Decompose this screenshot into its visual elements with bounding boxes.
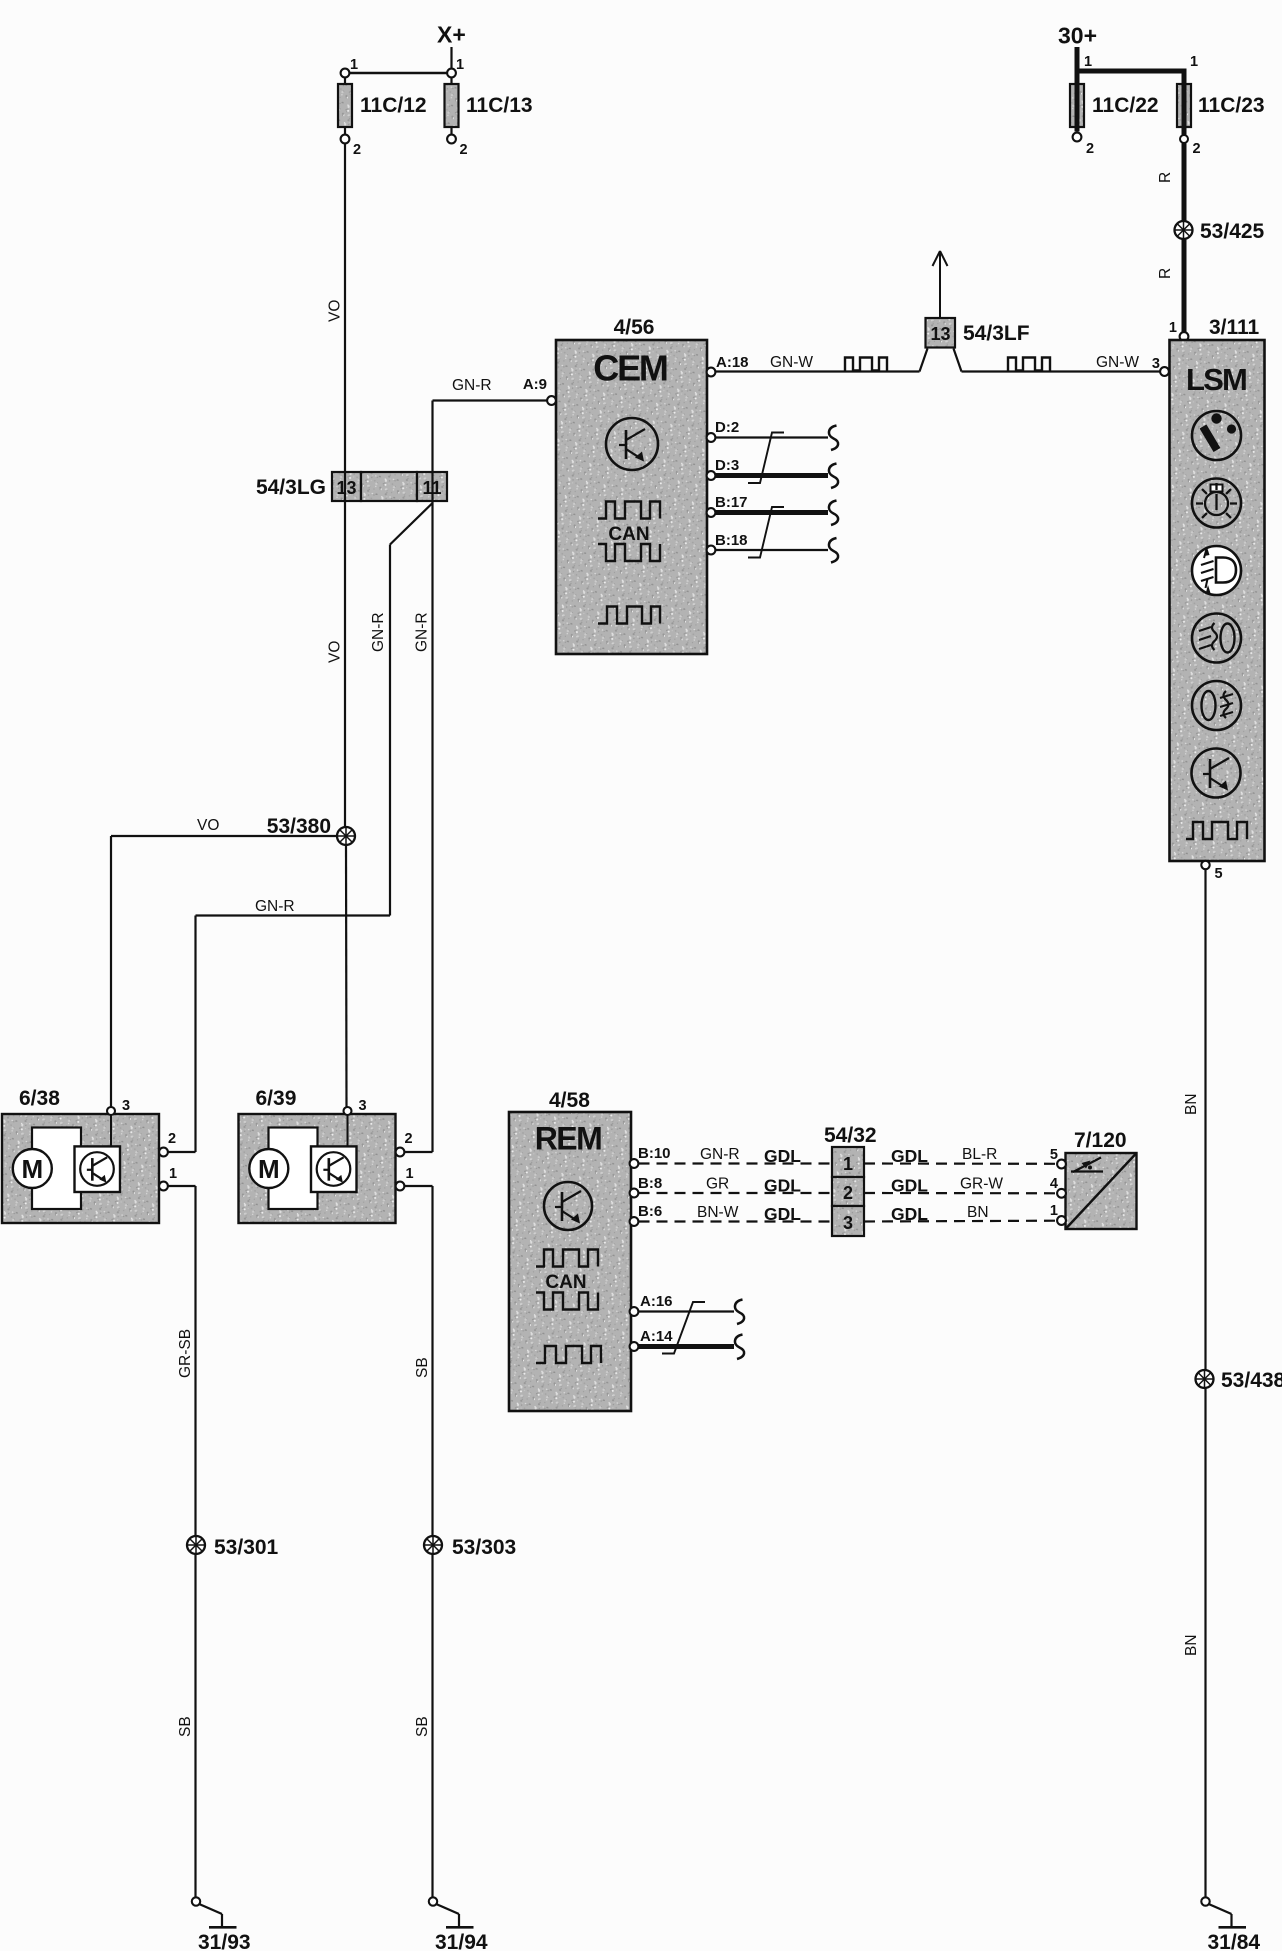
svg-text:SB: SB	[177, 1716, 194, 1737]
svg-text:GN-R: GN-R	[370, 612, 387, 652]
svg-text:6/38: 6/38	[19, 1087, 60, 1110]
svg-text:11C/23: 11C/23	[1198, 94, 1265, 117]
svg-text:VO: VO	[197, 817, 219, 834]
svg-text:B:8: B:8	[638, 1175, 662, 1192]
svg-text:53/303: 53/303	[452, 1536, 516, 1559]
svg-text:5: 5	[1050, 1147, 1058, 1163]
svg-text:D:2: D:2	[715, 419, 739, 436]
svg-text:2: 2	[168, 1131, 176, 1147]
svg-text:VO: VO	[327, 641, 344, 663]
svg-text:1: 1	[1190, 54, 1198, 70]
svg-text:31/84: 31/84	[1208, 1931, 1261, 1951]
svg-text:13: 13	[336, 478, 356, 498]
svg-text:B:18: B:18	[715, 532, 748, 549]
svg-text:SB: SB	[414, 1357, 431, 1378]
svg-text:54/3LF: 54/3LF	[963, 322, 1030, 345]
svg-text:A:18: A:18	[716, 354, 749, 371]
svg-text:4/58: 4/58	[549, 1089, 590, 1112]
svg-text:1: 1	[169, 1166, 177, 1182]
svg-text:4/56: 4/56	[614, 316, 655, 339]
svg-text:53/425: 53/425	[1200, 220, 1265, 243]
svg-text:3/111: 3/111	[1209, 316, 1260, 339]
svg-text:3: 3	[843, 1213, 853, 1233]
svg-text:BN: BN	[1183, 1093, 1200, 1115]
svg-text:GDL: GDL	[891, 1146, 928, 1166]
svg-text:A:16: A:16	[640, 1293, 673, 1310]
svg-text:3: 3	[1152, 356, 1160, 372]
svg-text:D:3: D:3	[715, 457, 739, 474]
svg-text:A:14: A:14	[640, 1328, 673, 1345]
svg-text:BN: BN	[1183, 1634, 1200, 1656]
svg-text:GR-SB: GR-SB	[177, 1329, 194, 1378]
svg-text:GN-R: GN-R	[414, 612, 431, 652]
svg-text:2: 2	[460, 142, 468, 158]
svg-text:3: 3	[122, 1098, 130, 1114]
svg-text:M: M	[21, 1154, 43, 1184]
svg-text:1: 1	[406, 1166, 414, 1182]
svg-text:5: 5	[1215, 866, 1223, 882]
svg-text:1: 1	[843, 1154, 853, 1174]
svg-text:1: 1	[456, 57, 464, 73]
svg-text:GR-W: GR-W	[960, 1176, 1003, 1193]
svg-text:1: 1	[1169, 320, 1177, 336]
svg-text:GDL: GDL	[764, 1176, 801, 1196]
svg-text:2: 2	[1193, 141, 1201, 157]
svg-text:BN-W: BN-W	[697, 1204, 739, 1221]
svg-text:R: R	[1157, 172, 1174, 183]
svg-text:2: 2	[1086, 141, 1094, 157]
svg-text:GR: GR	[706, 1176, 729, 1193]
svg-text:2: 2	[353, 142, 361, 158]
svg-text:B:10: B:10	[638, 1145, 671, 1162]
svg-text:3: 3	[359, 1098, 367, 1114]
svg-text:30+: 30+	[1058, 23, 1097, 49]
svg-text:CAN: CAN	[545, 1272, 586, 1293]
svg-text:1: 1	[350, 57, 358, 73]
svg-text:LSM: LSM	[1186, 362, 1246, 397]
svg-text:GDL: GDL	[891, 1204, 928, 1224]
svg-text:REM: REM	[535, 1121, 602, 1157]
svg-text:1: 1	[1084, 54, 1092, 70]
svg-text:M: M	[258, 1154, 280, 1184]
svg-text:53/438: 53/438	[1221, 1369, 1282, 1392]
svg-text:BN: BN	[967, 1204, 989, 1221]
svg-text:GN-R: GN-R	[700, 1146, 740, 1163]
svg-text:A:9: A:9	[523, 376, 547, 393]
svg-text:R: R	[1157, 268, 1174, 279]
svg-text:2: 2	[843, 1183, 853, 1203]
svg-text:53/380: 53/380	[267, 815, 331, 838]
svg-text:2: 2	[405, 1131, 413, 1147]
svg-text:54/32: 54/32	[824, 1124, 877, 1147]
svg-text:GN-W: GN-W	[1096, 354, 1139, 371]
svg-text:6/39: 6/39	[256, 1087, 297, 1110]
svg-text:VO: VO	[327, 300, 344, 322]
svg-text:13: 13	[930, 324, 950, 344]
svg-text:31/94: 31/94	[435, 1931, 488, 1951]
svg-text:X+: X+	[437, 22, 466, 48]
svg-text:B:17: B:17	[715, 494, 748, 511]
svg-text:11C/12: 11C/12	[360, 94, 427, 117]
svg-text:31/93: 31/93	[198, 1931, 251, 1951]
svg-text:4: 4	[1050, 1176, 1058, 1192]
svg-text:54/3LG: 54/3LG	[256, 476, 326, 499]
svg-text:BL-R: BL-R	[962, 1146, 997, 1163]
svg-text:CAN: CAN	[608, 524, 649, 545]
svg-text:SB: SB	[414, 1716, 431, 1737]
svg-text:CEM: CEM	[593, 348, 667, 389]
svg-text:GDL: GDL	[764, 1146, 801, 1166]
svg-text:11C/22: 11C/22	[1092, 94, 1159, 117]
svg-text:1: 1	[1050, 1203, 1058, 1219]
svg-text:GN-R: GN-R	[255, 898, 295, 915]
svg-text:GN-W: GN-W	[770, 354, 813, 371]
svg-text:53/301: 53/301	[214, 1536, 279, 1559]
svg-text:GDL: GDL	[891, 1176, 928, 1196]
svg-text:7/120: 7/120	[1074, 1129, 1127, 1152]
svg-text:GDL: GDL	[764, 1204, 801, 1224]
svg-text:B:6: B:6	[638, 1203, 662, 1220]
svg-text:GN-R: GN-R	[452, 377, 492, 394]
svg-text:11C/13: 11C/13	[466, 94, 533, 117]
